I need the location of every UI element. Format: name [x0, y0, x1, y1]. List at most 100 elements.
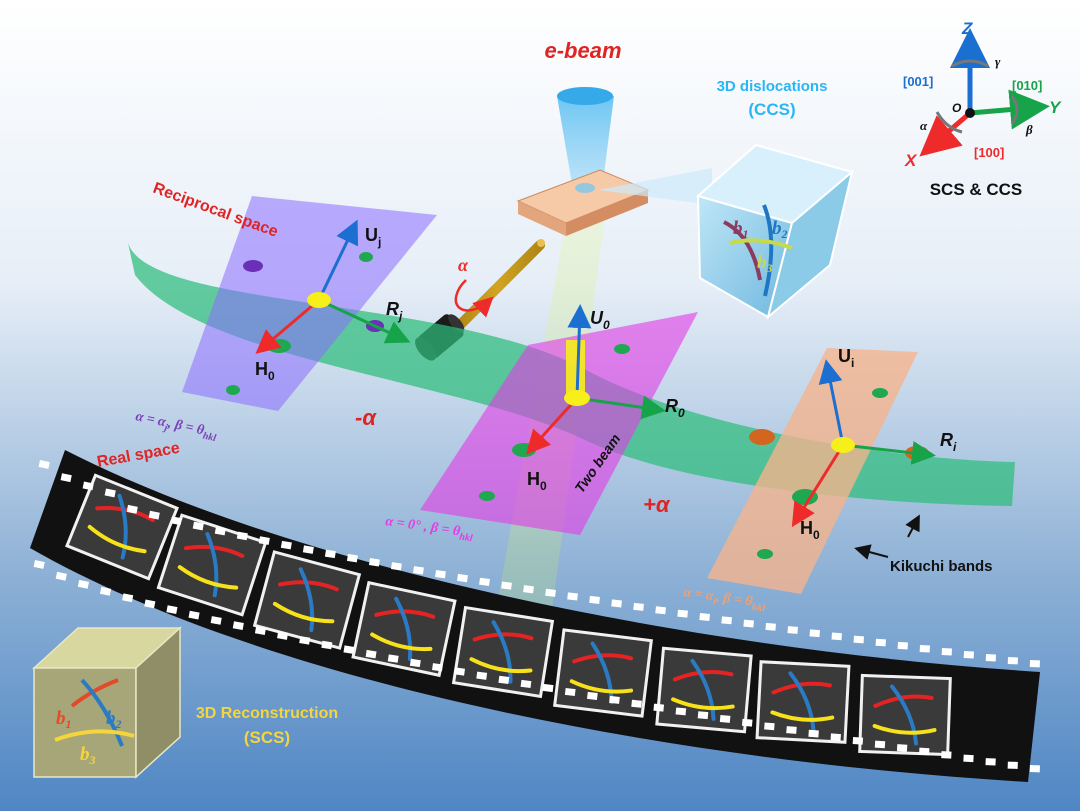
sprocket-hole: [1029, 765, 1040, 773]
vector-Ui: [818, 359, 845, 446]
dislocations-subtitle: (CCS): [748, 100, 795, 119]
sprocket-hole: [941, 648, 952, 656]
sprocket-hole: [346, 553, 358, 563]
reconstruction-subtitle: (SCS): [244, 728, 290, 747]
sprocket-hole: [60, 473, 72, 483]
sprocket-hole: [520, 679, 532, 689]
film-frame: [755, 660, 851, 744]
sprocket-hole: [609, 695, 620, 704]
sprocket-hole: [479, 577, 490, 586]
sprocket-hole: [896, 744, 908, 752]
kikuchi-pointer: [905, 514, 920, 538]
Ui-label: Ui: [838, 346, 854, 370]
electron-gun-icon: [557, 87, 614, 194]
coordinate-caption: SCS & CCS: [930, 180, 1023, 199]
film-frame: [351, 580, 457, 678]
sprocket-hole: [523, 585, 534, 594]
vector-H0-mid: [525, 396, 579, 455]
sprocket-hole: [148, 510, 160, 520]
sprocket-hole: [365, 649, 377, 659]
sprocket-hole: [985, 758, 996, 766]
zoom-callout: [598, 168, 712, 205]
sprocket-hole: [743, 619, 754, 628]
sprocket-hole: [170, 516, 182, 526]
sprocket-hole: [321, 640, 333, 650]
sprocket-hole: [589, 595, 600, 604]
reflection-spot: [243, 260, 263, 272]
beta-label: β: [1025, 122, 1033, 137]
sprocket-hole: [719, 715, 731, 723]
sprocket-hole: [144, 599, 156, 609]
recon-b3-label: b3: [80, 744, 96, 767]
Ri-label: Ri: [940, 430, 957, 454]
reciprocal-plane-middle: [420, 312, 698, 535]
Uj-label: Uj: [365, 225, 381, 249]
sprocket-hole: [897, 641, 908, 650]
U0-label: U0: [590, 308, 610, 332]
direct-beam-spot: [566, 340, 585, 400]
holder-alpha-label: α: [458, 255, 469, 275]
sprocket-hole: [853, 635, 864, 644]
condition-middle: α = 0° , β = θhkl: [384, 514, 474, 544]
sprocket-hole: [677, 609, 688, 618]
sprocket-hole: [387, 654, 399, 663]
sprocket-hole: [409, 658, 421, 668]
kikuchi-pointer: [854, 544, 889, 560]
origin-spot: [564, 390, 590, 406]
sprocket-hole: [38, 460, 50, 469]
vector-H0-left: [255, 298, 320, 354]
H0-mid-label: H0: [527, 469, 547, 493]
sprocket-hole: [77, 579, 90, 589]
sprocket-hole: [476, 671, 488, 680]
reflection-spot: [614, 344, 630, 354]
sprocket-hole: [299, 636, 311, 645]
sprocket-hole: [324, 549, 336, 559]
sprocket-hole: [765, 622, 776, 631]
sprocket-hole: [277, 631, 289, 640]
b3-label: b3: [757, 252, 773, 275]
sprocket-hole: [432, 663, 443, 672]
axis-z-label: Z: [961, 19, 973, 38]
sprocket-hole: [82, 481, 94, 491]
sprocket-hole: [633, 602, 644, 611]
film-frame: [65, 473, 179, 581]
plus-alpha-label: +α: [643, 492, 671, 517]
kikuchi-bands-label: Kikuchi bands: [890, 558, 993, 575]
vector-Ri: [842, 441, 936, 465]
sprocket-hole: [1029, 660, 1040, 668]
minus-alpha-label: -α: [355, 405, 377, 430]
dir-010-label: [010]: [1012, 78, 1042, 93]
sprocket-hole: [830, 733, 841, 742]
sprocket-hole: [104, 488, 116, 498]
sprocket-hole: [280, 540, 292, 550]
sprocket-hole: [567, 592, 578, 601]
condition-right: α = αi, β = θhkl: [682, 585, 767, 614]
reconstruction-title: 3D Reconstruction: [196, 705, 338, 722]
reflection-spot: [359, 252, 373, 262]
axis-x-label: X: [904, 151, 918, 170]
recon-b2-label: b2: [106, 708, 122, 731]
sprocket-hole: [214, 526, 226, 536]
sprocket-hole: [699, 613, 710, 621]
sprocket-hole: [188, 610, 200, 620]
vector-R0: [576, 395, 666, 420]
sprocket-hole: [586, 691, 598, 700]
sprocket-hole: [1007, 761, 1018, 769]
film-frame: [553, 628, 653, 718]
sprocket-hole: [875, 638, 886, 647]
recon-b1-label: b1: [56, 708, 72, 731]
sprocket-hole: [808, 729, 819, 738]
sprocket-hole: [166, 605, 178, 614]
origin-spot: [307, 292, 331, 308]
sprocket-hole: [963, 754, 974, 763]
sprocket-hole: [611, 599, 622, 608]
axis-y-label: Y: [1049, 98, 1062, 117]
sprocket-hole: [457, 573, 468, 583]
sprocket-hole: [874, 740, 886, 749]
sprocket-hole: [435, 570, 446, 579]
sprocket-hole: [390, 562, 402, 571]
sprocket-hole: [852, 737, 864, 745]
coordinate-axes-icon: [919, 28, 1050, 157]
reciprocal-plane-right: [707, 348, 918, 594]
sprocket-hole: [302, 545, 314, 554]
